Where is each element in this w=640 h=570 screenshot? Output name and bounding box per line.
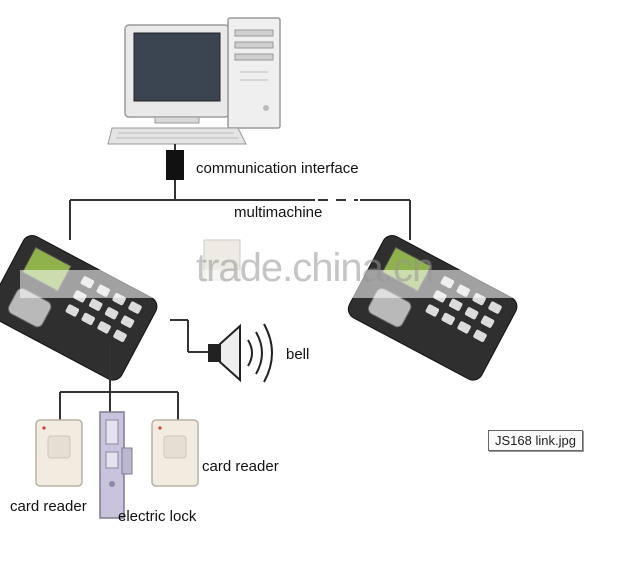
bell-icon — [208, 323, 273, 383]
electric-lock-label: electric lock — [118, 508, 197, 525]
communication-interface-box — [166, 150, 184, 180]
multimachine-bus — [69, 180, 411, 240]
card-reader-left-label: card reader — [10, 498, 87, 515]
reader-lock-wiring — [59, 344, 179, 420]
filename-tag: JS168 link.jpg — [488, 430, 583, 451]
multimachine-label: multimachine — [234, 204, 323, 221]
card-reader-left-icon — [35, 419, 83, 487]
bell-wiring — [170, 319, 210, 353]
electric-lock-icon — [99, 411, 133, 519]
watermark-band — [20, 270, 565, 298]
card-reader-right-label: card reader — [202, 458, 279, 475]
access-terminal-left — [0, 235, 158, 381]
card-reader-right-icon — [151, 419, 199, 487]
bell-label: bell — [286, 346, 310, 363]
watermark-text: trade.china.cn — [196, 246, 434, 290]
computer-icon — [107, 17, 281, 145]
communication-interface-label: communication interface — [196, 160, 359, 177]
